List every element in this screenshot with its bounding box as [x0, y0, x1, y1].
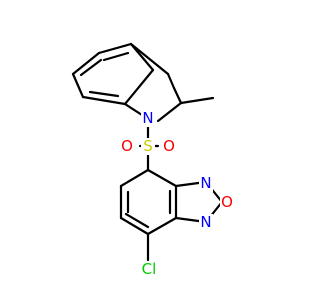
bond — [172, 86, 183, 105]
atom-label-o3: O — [221, 193, 233, 211]
bond — [166, 72, 176, 90]
indoline-five-ring-bonds — [123, 42, 215, 123]
double-bond-inner — [88, 90, 120, 98]
molecule-canvas: N S O O N O N Cl — [71, 42, 234, 278]
atom-label-s: S — [143, 137, 153, 155]
bond — [97, 42, 133, 55]
atom-labels: N S O O N O N Cl — [120, 109, 234, 278]
bond — [71, 51, 101, 76]
bond — [71, 72, 85, 99]
bond — [119, 216, 150, 236]
atom-label-n1: N — [142, 109, 153, 127]
bond — [123, 68, 155, 106]
bond — [129, 42, 170, 76]
atom-label-n3: N — [200, 213, 211, 231]
atom-label-o2: O — [163, 137, 175, 155]
bond — [119, 168, 150, 188]
bond — [123, 102, 144, 117]
methyl-bond — [179, 96, 215, 105]
structure-diagram: N S O O N O N Cl — [71, 42, 234, 278]
double-bond-inner — [102, 51, 130, 62]
atom-label-cl: Cl — [142, 260, 157, 278]
atom-label-o1: O — [121, 137, 133, 155]
bond — [81, 95, 127, 106]
double-bond-inner — [79, 58, 103, 77]
bond — [146, 216, 178, 236]
double-bond-inner — [124, 212, 150, 229]
atom-label-n2: N — [200, 174, 211, 192]
bond — [146, 168, 178, 188]
bond — [156, 101, 183, 123]
